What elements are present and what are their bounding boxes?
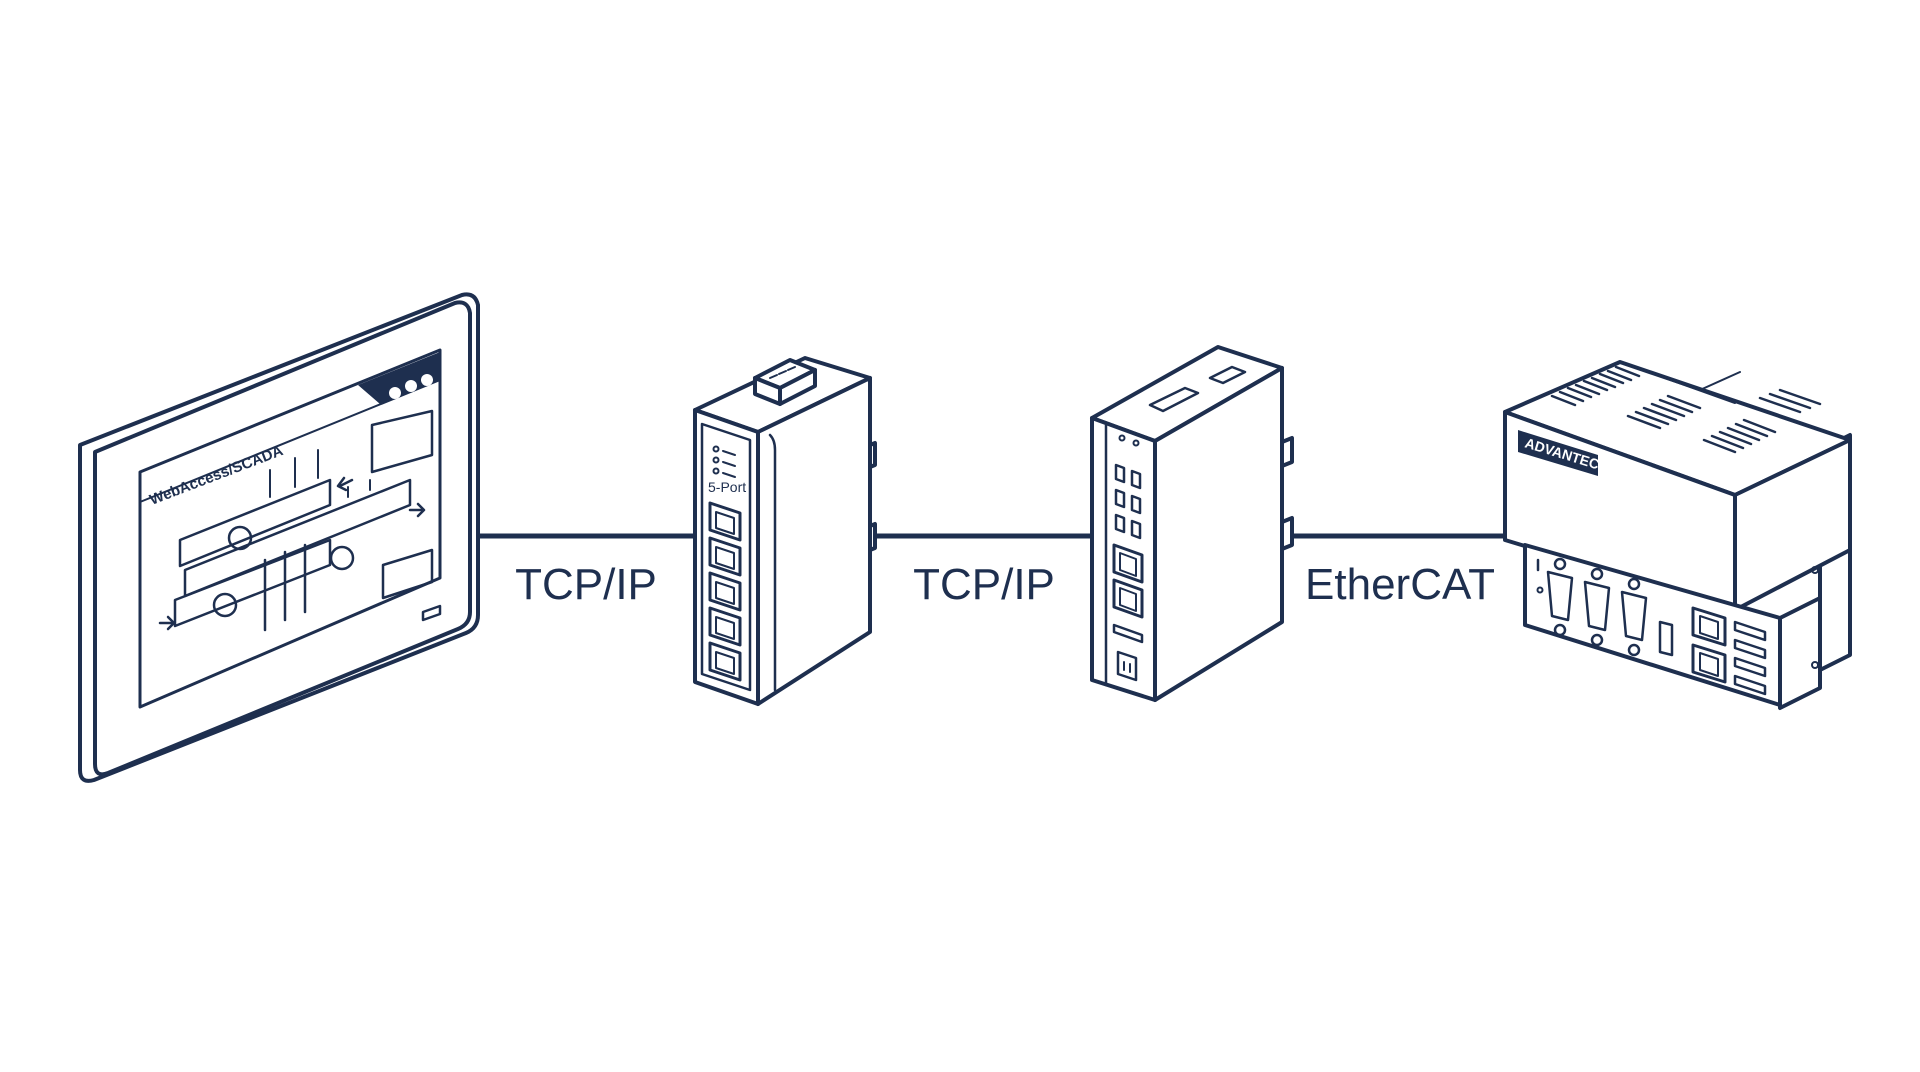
link-label-2: TCP/IP xyxy=(913,560,1055,609)
link-label-1: TCP/IP xyxy=(515,560,657,609)
switch-port-label: 5-Port xyxy=(708,479,746,495)
link-label-3: EtherCAT xyxy=(1305,560,1495,609)
ethercat-controller-icon xyxy=(1503,360,1852,710)
din-rail-computer-icon xyxy=(1090,345,1294,702)
din-rail-switch-icon xyxy=(693,356,877,706)
touch-panel-icon xyxy=(78,292,480,783)
